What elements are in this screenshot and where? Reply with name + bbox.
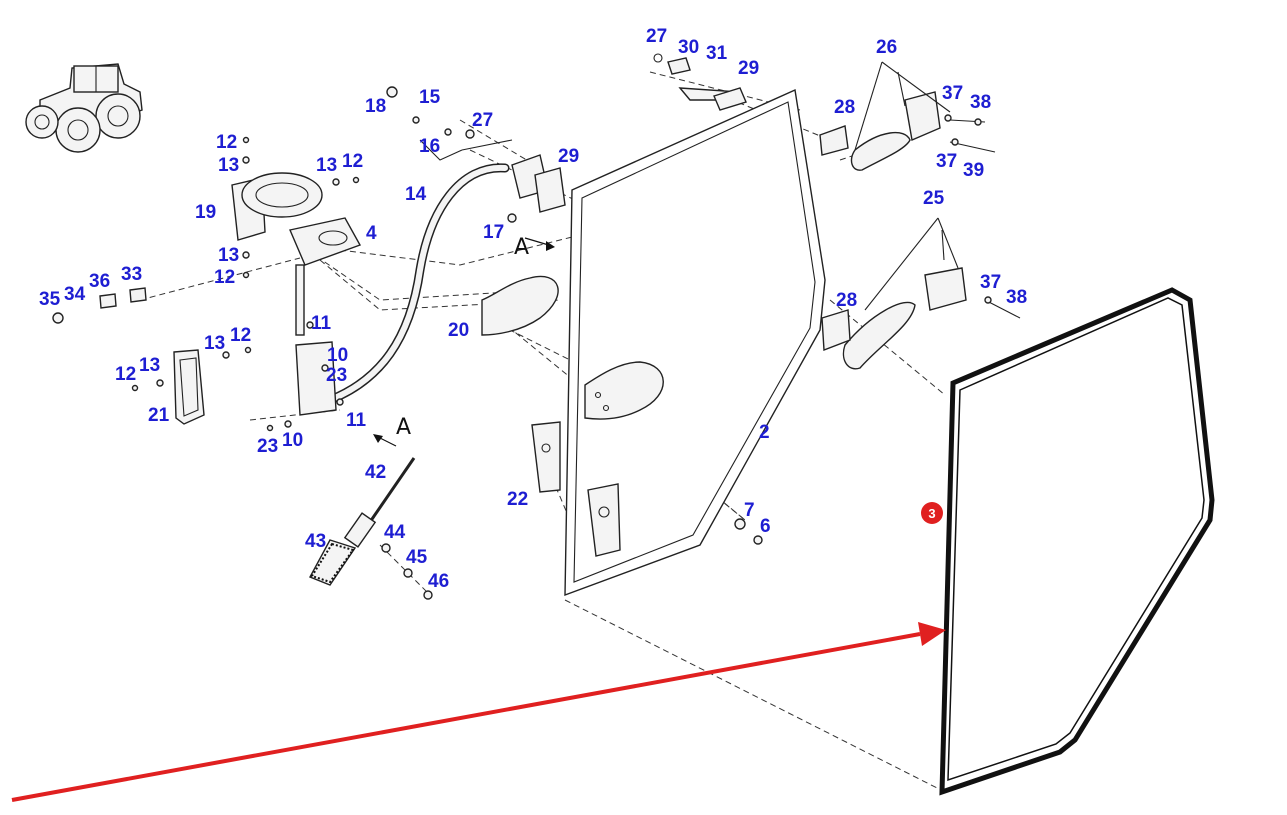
part-label: 34 xyxy=(64,284,86,305)
part-label: 12 xyxy=(342,151,363,172)
part-label: 37 xyxy=(980,272,1001,293)
door-seal-gasket xyxy=(939,287,1215,796)
part-label: 10 xyxy=(327,345,348,366)
rod-hinge-plates xyxy=(511,154,566,213)
part-label: 4 xyxy=(366,223,377,244)
lower-hinge-assembly xyxy=(821,229,1021,370)
pointer-line xyxy=(11,632,921,802)
part-label: 12 xyxy=(216,132,237,153)
lock-assembly xyxy=(52,172,362,425)
part-label: 45 xyxy=(406,547,428,568)
part-label: 22 xyxy=(507,489,528,510)
part-label: 13 xyxy=(316,155,337,176)
part-label: 26 xyxy=(876,37,897,58)
callout-badge: 3 xyxy=(921,502,943,524)
part-label: 37 xyxy=(936,151,957,172)
pointer-head xyxy=(918,622,946,646)
part-label: 28 xyxy=(834,97,855,118)
part-label: 38 xyxy=(1006,287,1027,308)
part-label: 12 xyxy=(230,325,251,346)
part-label: 6 xyxy=(760,516,771,537)
part-labels: 27 30 31 29 26 37 38 28 37 39 18 15 27 1… xyxy=(39,26,1027,592)
section-marker-a-lower: A xyxy=(373,415,411,447)
part-label: 30 xyxy=(678,37,699,58)
part-label: 33 xyxy=(121,264,142,285)
section-marker-a-upper: A xyxy=(514,235,555,260)
part-label: 17 xyxy=(483,222,504,243)
part-label: 14 xyxy=(405,184,427,205)
part-label: 11 xyxy=(346,410,367,431)
callout-circle xyxy=(921,502,943,524)
part-label: 12 xyxy=(115,364,136,385)
part-label: 19 xyxy=(195,202,216,223)
part-label: 35 xyxy=(39,289,61,310)
part-label: 27 xyxy=(646,26,667,47)
fasteners xyxy=(131,86,992,545)
callout-number: 3 xyxy=(928,506,935,521)
part-label: 18 xyxy=(365,96,386,117)
part-label: 7 xyxy=(744,500,755,521)
door-glass-panel xyxy=(481,88,826,597)
red-pointer-arrow xyxy=(11,622,946,802)
part-label: 36 xyxy=(89,271,110,292)
part-label: 21 xyxy=(148,405,170,426)
part-label: 2 xyxy=(759,422,770,443)
section-a-label: A xyxy=(396,415,411,440)
section-a-label: A xyxy=(514,235,529,260)
door-rod xyxy=(325,163,510,405)
upper-hinge-assembly xyxy=(653,53,996,171)
part-label: 27 xyxy=(472,110,493,131)
part-label: 46 xyxy=(428,571,449,592)
part-label: 13 xyxy=(139,355,160,376)
part-label: 28 xyxy=(836,290,857,311)
leader-lines xyxy=(419,61,959,311)
part-label: 29 xyxy=(558,146,579,167)
part-label: 13 xyxy=(218,245,239,266)
part-label: 13 xyxy=(204,333,225,354)
gas-spring xyxy=(309,457,433,600)
part-label: 20 xyxy=(448,320,469,341)
part-label: 31 xyxy=(706,43,728,64)
part-label: 37 xyxy=(942,83,963,104)
part-label: 12 xyxy=(214,267,235,288)
part-label: 43 xyxy=(305,531,326,552)
part-label: 38 xyxy=(970,92,991,113)
part-label: 15 xyxy=(419,87,441,108)
part-label: 23 xyxy=(326,365,347,386)
part-label: 39 xyxy=(963,160,984,181)
part-label: 25 xyxy=(923,188,945,209)
part-label: 29 xyxy=(738,58,759,79)
part-label: 13 xyxy=(218,155,239,176)
tractor-thumbnail xyxy=(25,63,143,153)
part-label: 42 xyxy=(365,462,386,483)
part-label: 11 xyxy=(311,313,332,334)
part-label: 44 xyxy=(384,522,406,543)
part-label: 16 xyxy=(419,136,440,157)
part-label: 23 xyxy=(257,436,278,457)
part-label: 10 xyxy=(282,430,303,451)
